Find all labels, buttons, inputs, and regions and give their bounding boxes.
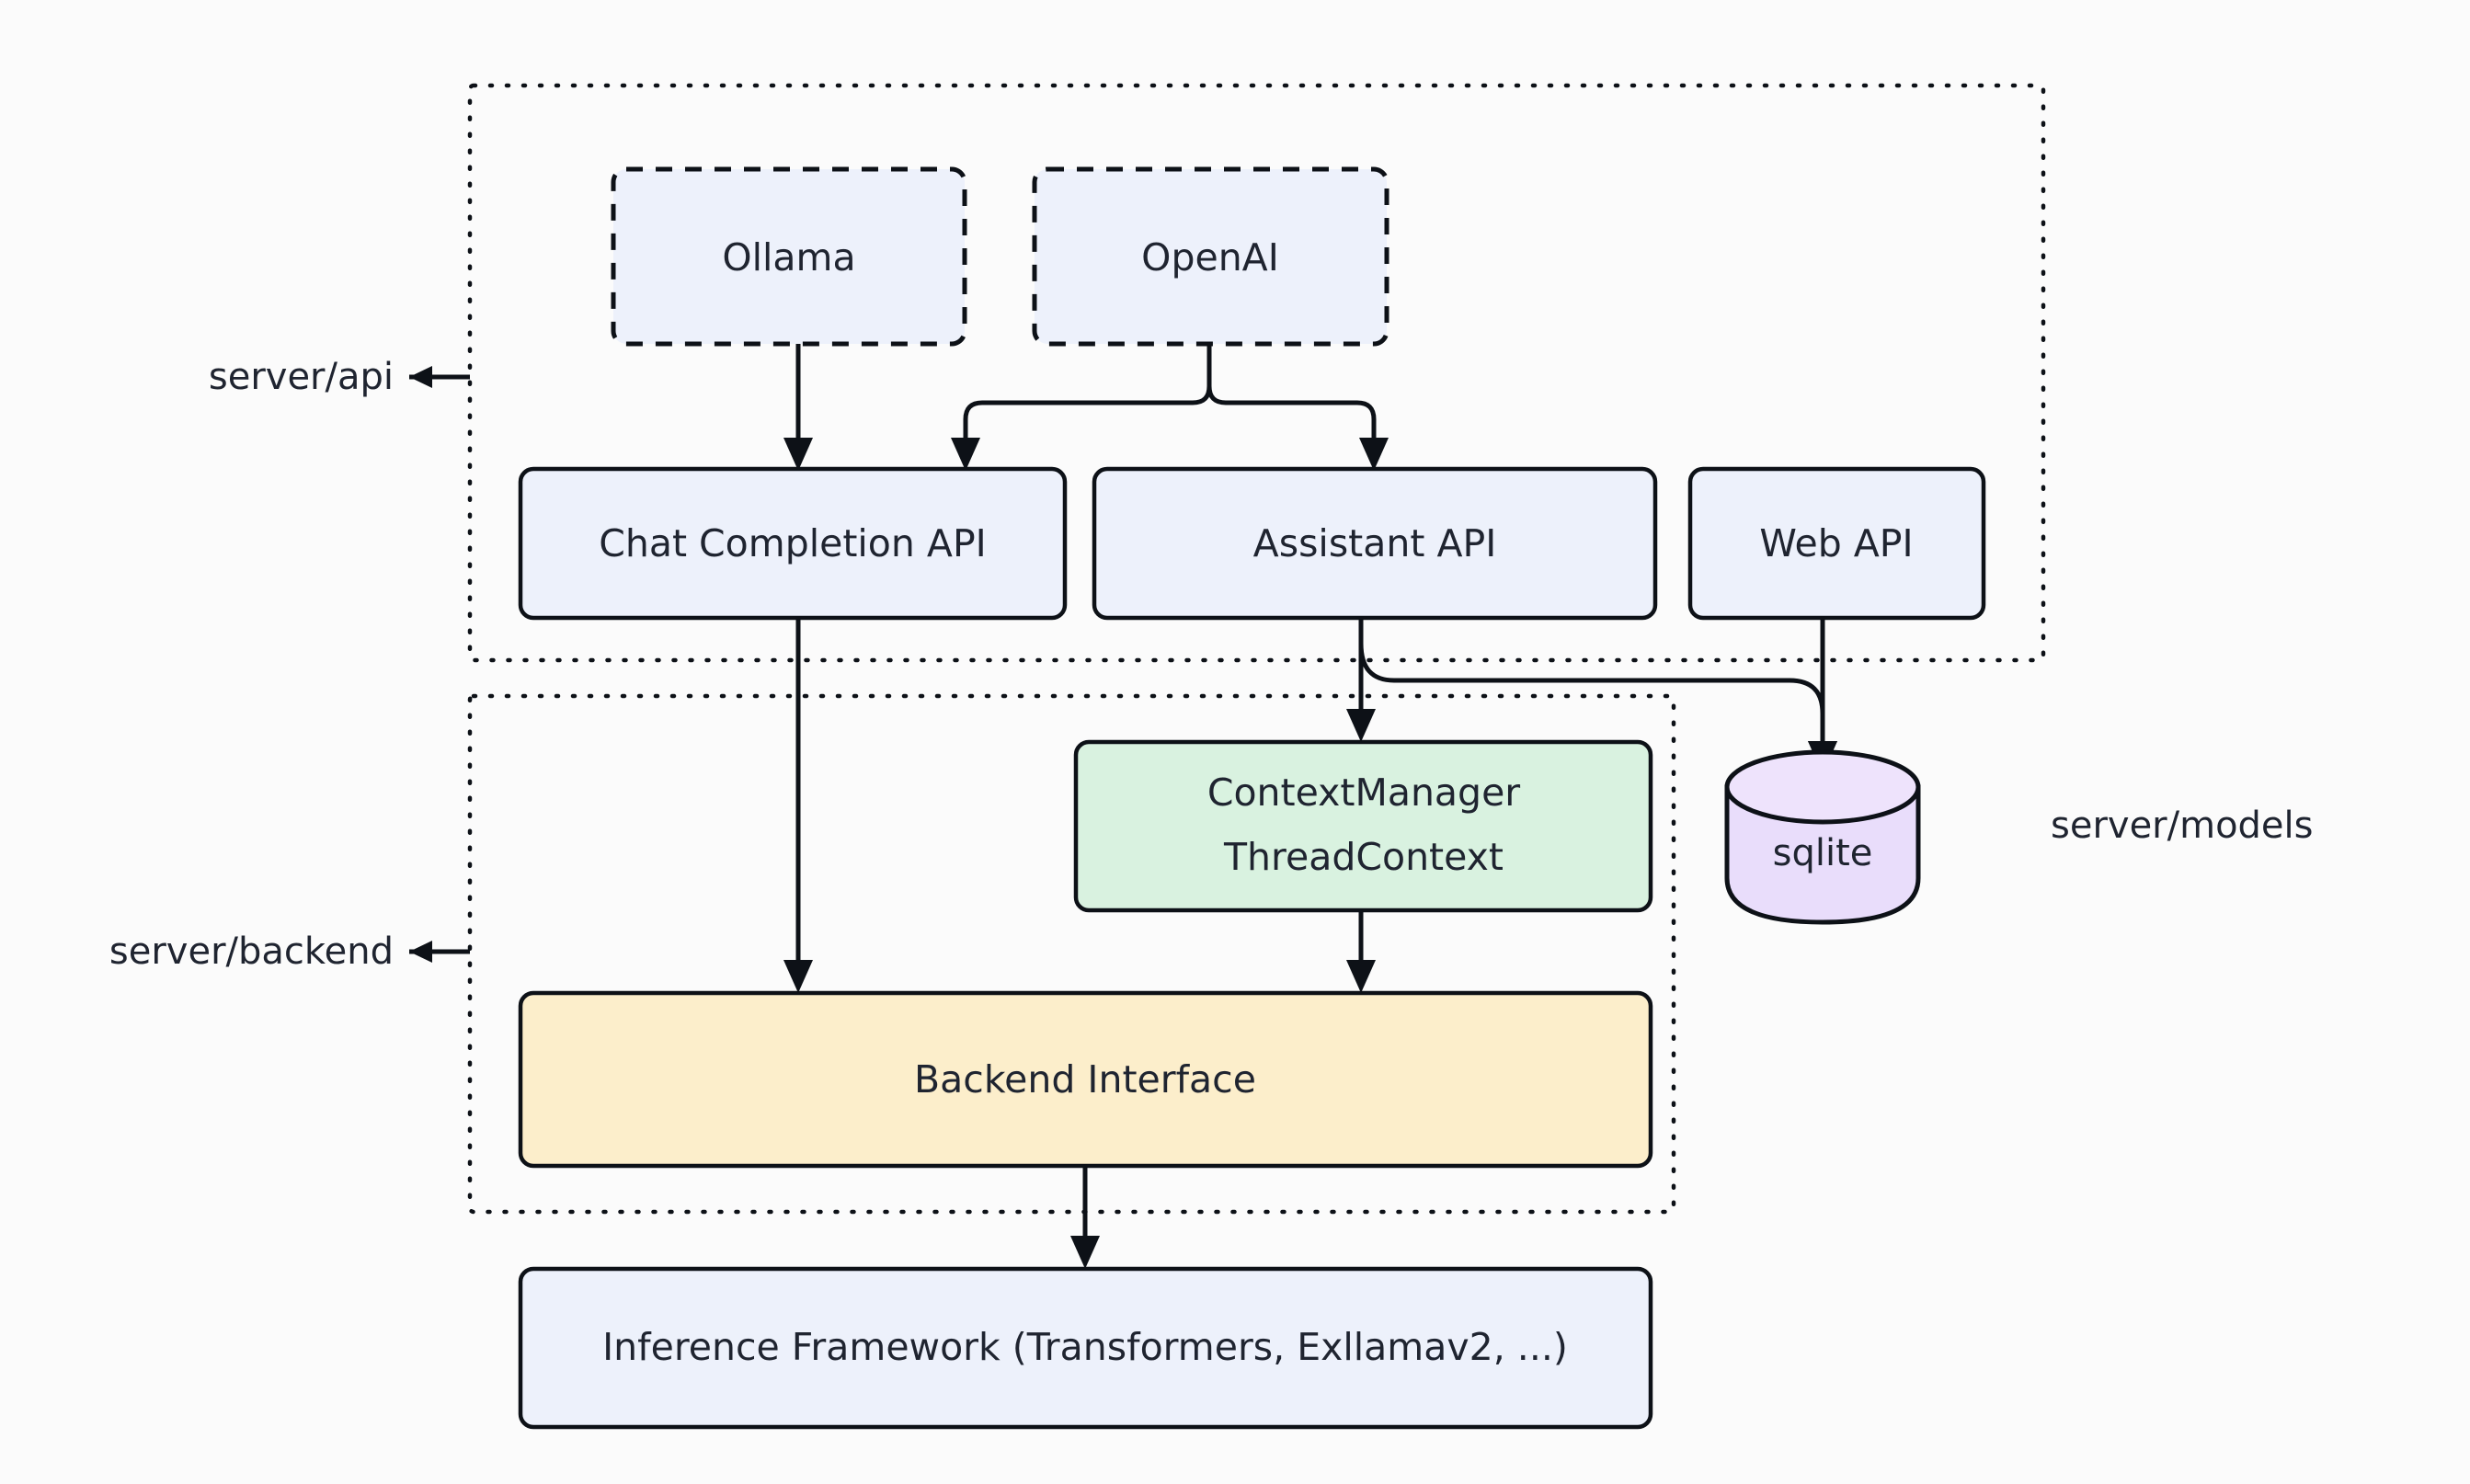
node-sqlite[interactable]: sqlite <box>1724 749 1921 925</box>
node-backend-interface[interactable]: Backend Interface <box>518 990 1653 1169</box>
edge-openai-to-assistant-api <box>1206 344 1389 471</box>
node-assistant-api-shape[interactable] <box>1092 466 1658 621</box>
node-context-manager[interactable]: ContextManager ThreadContext <box>1073 739 1653 913</box>
edge-backend-interface-to-inference-framework <box>1070 1166 1100 1269</box>
node-chat-completion-api-shape[interactable] <box>518 466 1068 621</box>
node-inference-framework[interactable]: Inference Framework (Transformers, Exlla… <box>518 1266 1653 1430</box>
node-ollama[interactable]: Ollama <box>611 166 967 347</box>
node-chat-completion-api[interactable]: Chat Completion API <box>518 466 1068 621</box>
node-ollama-shape[interactable] <box>611 166 967 347</box>
group-label-server-models: server/models <box>2051 805 2314 847</box>
node-assistant-api[interactable]: Assistant API <box>1092 466 1658 621</box>
node-inference-framework-shape[interactable] <box>518 1266 1653 1430</box>
group-label-server-backend: server/backend <box>109 930 394 973</box>
node-backend-interface-shape[interactable] <box>518 990 1653 1169</box>
group-label-arrow-backend <box>409 941 470 963</box>
node-web-api[interactable]: Web API <box>1687 466 1986 621</box>
node-openai-shape[interactable] <box>1032 166 1389 347</box>
node-openai[interactable]: OpenAI <box>1032 166 1389 347</box>
edge-assistant-api-to-context-manager <box>1346 618 1376 742</box>
edge-chat-completion-api-to-backend-interface <box>783 618 813 993</box>
group-label-arrow-api <box>409 366 470 388</box>
group-container-server-backend <box>467 693 1676 1215</box>
node-context-manager-shape[interactable] <box>1073 739 1653 913</box>
node-sqlite-body[interactable] <box>1724 784 1921 925</box>
edge-context-manager-to-backend-interface <box>1346 910 1376 993</box>
group-container-server-api <box>467 83 2046 663</box>
group-label-server-api: server/api <box>209 356 394 398</box>
edge-openai-to-chat-completion-api <box>951 344 1212 471</box>
node-sqlite-top[interactable] <box>1724 749 1921 825</box>
node-web-api-shape[interactable] <box>1687 466 1986 621</box>
edge-ollama-to-chat-completion-api <box>783 344 813 471</box>
